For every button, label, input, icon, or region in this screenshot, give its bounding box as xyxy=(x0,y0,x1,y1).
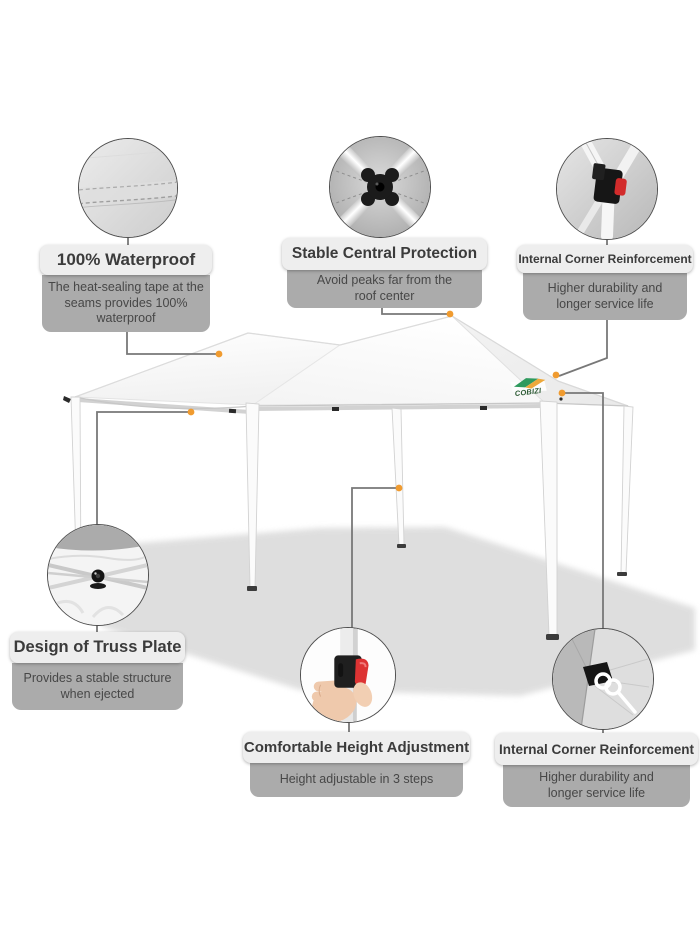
callout-corner-bottom-desc: Higher durability and longer service lif… xyxy=(503,765,690,807)
rope-knot xyxy=(594,672,637,714)
callout-central-title: Stable Central Protection xyxy=(282,238,487,270)
callout-central-desc: Avoid peaks far from the roof center xyxy=(287,270,482,308)
callout-waterproof-title: 100% Waterproof xyxy=(40,245,212,275)
callout-waterproof-desc: The heat-sealing tape at the seams provi… xyxy=(42,275,210,332)
height-adjust-photo xyxy=(300,627,396,723)
callout-height-title: Comfortable Height Adjustment xyxy=(243,732,470,763)
ground-shadow xyxy=(57,527,695,696)
callout-truss-title: Design of Truss Plate xyxy=(10,632,185,663)
thumb xyxy=(353,682,373,707)
red-latch xyxy=(614,178,627,196)
callout-corner-top-title: Internal Corner Reinforcement xyxy=(517,245,693,273)
central-hub-photo xyxy=(329,136,431,238)
callout-truss-desc: Provides a stable structure when ejected xyxy=(12,663,183,710)
callout-height-desc: Height adjustable in 3 steps xyxy=(250,763,463,797)
corner-bracket-photo xyxy=(556,138,658,240)
anchor-dots xyxy=(187,310,566,492)
truss-plate-photo xyxy=(47,524,149,626)
callout-corner-bottom-title: Internal Corner Reinforcement xyxy=(495,733,698,765)
brand-logo: COBIZI xyxy=(510,378,547,398)
waterproof-seam-photo xyxy=(78,138,178,238)
brand-logo-text: COBIZI xyxy=(514,386,542,398)
callout-corner-top-desc: Higher durability and longer service lif… xyxy=(523,273,687,320)
corner-rope-photo xyxy=(552,628,654,730)
